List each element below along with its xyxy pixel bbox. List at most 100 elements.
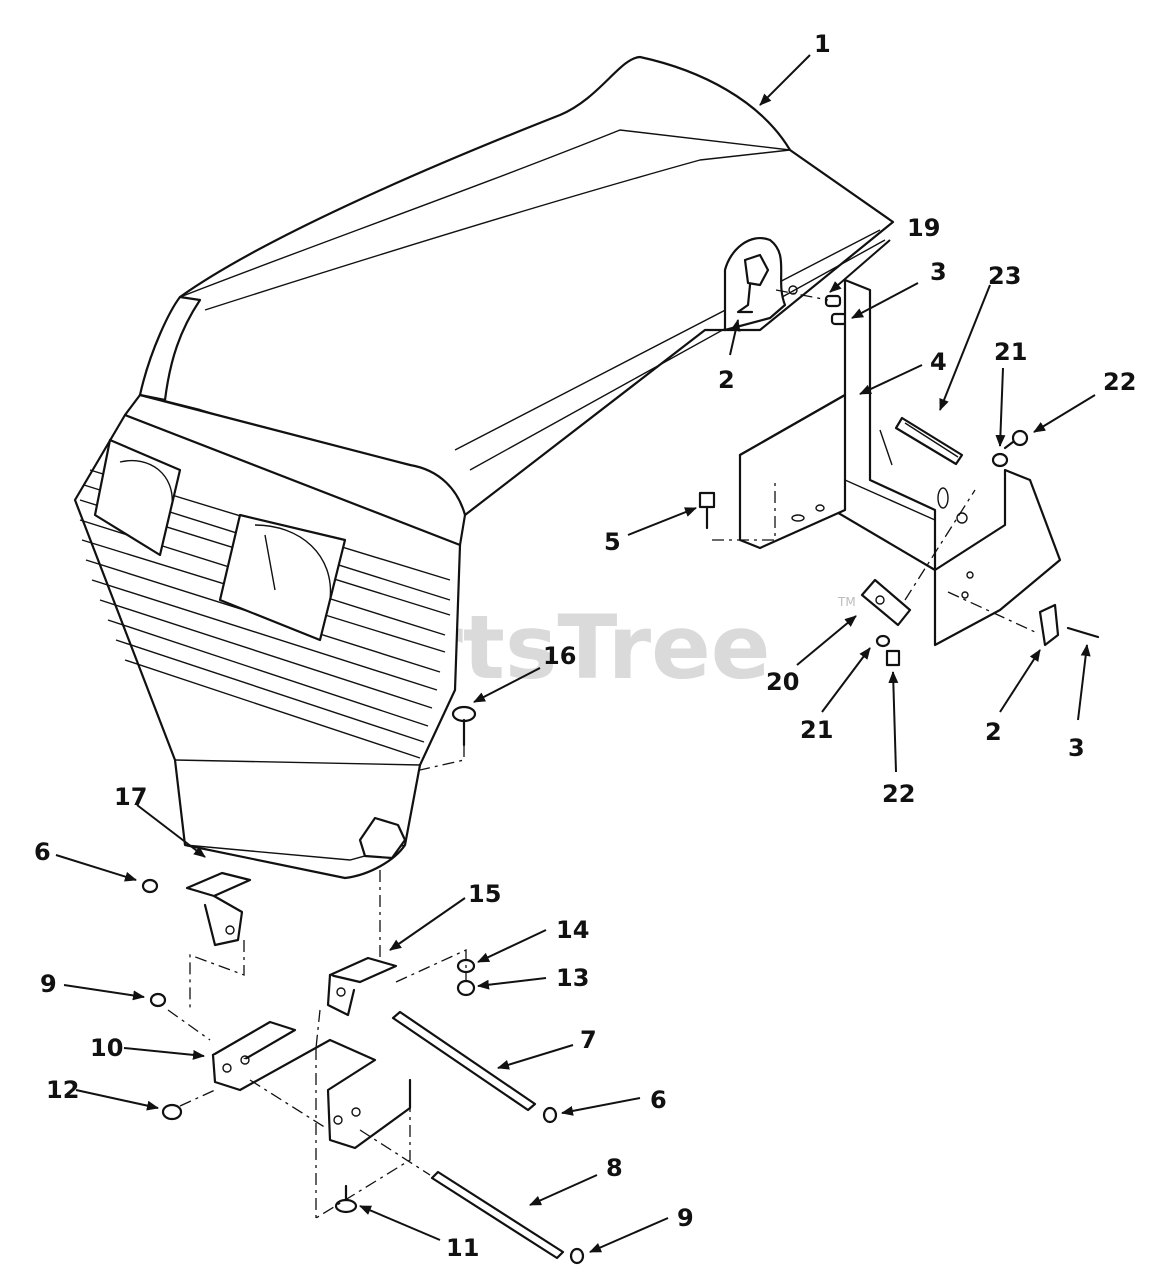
headlight-right-lens <box>254 524 332 601</box>
hood-cap-edge <box>138 295 202 402</box>
callout-19: 19 <box>907 214 940 242</box>
headlight-right-inner <box>264 534 276 591</box>
callout-6-top: 6 <box>34 838 51 866</box>
callout-23: 23 <box>988 262 1021 290</box>
pin-3-right <box>1066 626 1100 639</box>
bracket-4-hole-3 <box>966 571 974 579</box>
callout-17: 17 <box>114 783 147 811</box>
hood-grille-front <box>73 413 462 880</box>
bracket-10-hole-4 <box>351 1107 361 1117</box>
plate-20 <box>860 578 912 667</box>
bracket-4-body <box>738 278 1062 647</box>
strip-23-body <box>894 416 964 466</box>
callout-labels: 1 19 3 23 21 22 4 2 5 20 21 22 2 3 16 17… <box>34 30 1136 1262</box>
callout-21-top: 21 <box>994 338 1027 366</box>
screw-22-top-shank <box>1003 440 1015 450</box>
bracket-10 <box>211 1020 412 1150</box>
washer-9-left <box>149 992 167 1008</box>
callout-7: 7 <box>580 1026 597 1054</box>
bracket-4-hole-2 <box>956 512 968 524</box>
bracket-4-slot-2 <box>937 487 949 509</box>
screw-5-head <box>698 491 716 509</box>
bracket-4-hole-4 <box>961 591 969 599</box>
callout-14: 14 <box>556 916 589 944</box>
nut-13 <box>456 979 476 997</box>
rod-8-body <box>430 1170 565 1260</box>
callout-3-right: 3 <box>1068 734 1085 762</box>
plate-20-body <box>860 578 912 627</box>
bracket-4 <box>738 278 1062 647</box>
washer-6-right <box>542 1106 558 1124</box>
hood-side-line <box>454 229 881 451</box>
hood-side-line-2 <box>469 239 886 471</box>
bracket-10-hole-1 <box>222 1063 232 1073</box>
bracket-4-floor-edge <box>844 479 936 521</box>
strip-23-line <box>904 422 959 458</box>
leader-arrows <box>55 54 1096 1253</box>
plate-20-hole <box>875 595 885 605</box>
hood-crown-line <box>179 129 791 298</box>
callout-10: 10 <box>90 1034 123 1062</box>
latch-hole <box>788 285 798 295</box>
bracket-4-slot-1 <box>791 514 805 522</box>
washer-21-bottom <box>875 634 891 648</box>
latch-lever <box>736 283 754 314</box>
bolt-16 <box>451 705 477 747</box>
screw-22-top-head <box>1011 429 1029 447</box>
bracket-17-hole <box>225 925 235 935</box>
callout-8: 8 <box>606 1154 623 1182</box>
rod-7-body <box>391 1010 537 1112</box>
bracket-10-hole-2 <box>240 1055 250 1065</box>
callout-5: 5 <box>604 528 621 556</box>
callout-22-bottom: 22 <box>882 780 915 808</box>
callout-4: 4 <box>930 348 947 376</box>
headlight-right <box>218 513 347 642</box>
bracket-15-hole <box>336 987 346 997</box>
latch-knob <box>743 253 770 287</box>
washer-21-top <box>991 452 1009 468</box>
bracket-4-left-wall <box>738 393 847 550</box>
callout-15: 15 <box>468 880 501 908</box>
callout-9-right: 9 <box>677 1204 694 1232</box>
callout-3-top: 3 <box>930 258 947 286</box>
bracket-17 <box>185 871 252 947</box>
bracket-4-slot-3 <box>879 429 893 466</box>
callout-12: 12 <box>46 1076 79 1104</box>
callout-21-bottom: 21 <box>800 716 833 744</box>
bracket-17-top <box>185 871 252 898</box>
bracket-15 <box>326 956 398 1017</box>
screw-22-bottom <box>885 649 901 667</box>
washer-6-top <box>141 878 159 894</box>
bracket-17-leg <box>203 894 244 947</box>
bracket-10-hole-3 <box>333 1115 343 1125</box>
washer-9-right <box>569 1247 585 1265</box>
callout-22-top: 22 <box>1103 368 1136 396</box>
headlight-left <box>93 438 182 557</box>
callout-2-top: 2 <box>718 366 735 394</box>
watermark-tm: TM <box>837 595 856 609</box>
callout-11: 11 <box>446 1234 479 1262</box>
callout-1: 1 <box>814 30 831 58</box>
center-lines <box>167 289 1036 1219</box>
hood-hinge-bracket <box>358 816 407 860</box>
callout-2-right: 2 <box>985 718 1002 746</box>
bracket-4-hole-1 <box>815 504 825 512</box>
screw-22-top <box>991 429 1029 468</box>
bracket-15-top <box>328 956 398 984</box>
hood-crease <box>204 149 791 311</box>
pins-19-3 <box>824 294 848 326</box>
callout-9-left: 9 <box>40 970 57 998</box>
strip-23 <box>894 416 964 466</box>
headlight-left-lens <box>119 459 173 506</box>
pin-19 <box>824 294 842 308</box>
screw-5 <box>698 491 716 530</box>
screw-11-head <box>334 1198 358 1214</box>
bracket-15-leg <box>326 973 356 1017</box>
bracket-10-upper <box>211 1020 297 1064</box>
callout-6-right: 6 <box>650 1086 667 1114</box>
clip-2-body <box>1038 603 1060 647</box>
callout-16: 16 <box>543 642 576 670</box>
rod-7 <box>391 1010 558 1124</box>
